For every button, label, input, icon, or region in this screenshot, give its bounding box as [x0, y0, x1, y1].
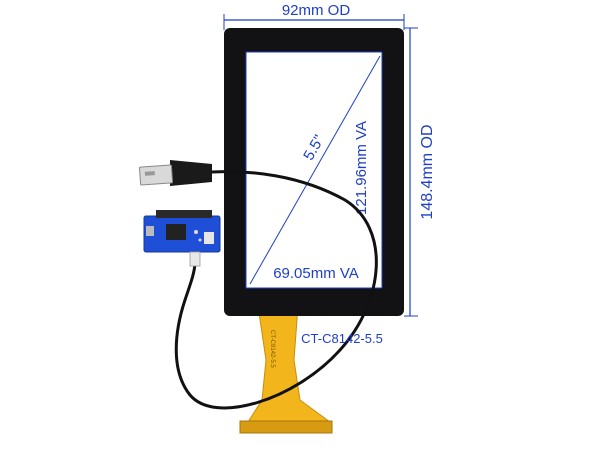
model-label: CT-C8142-5.5: [301, 331, 383, 346]
svg-text:CT-C8142-5.5: CT-C8142-5.5: [269, 330, 275, 368]
touch-panel: [224, 28, 404, 316]
outer-height-label: 148.4mm OD: [419, 124, 436, 219]
right-dimension: 148.4mm OD: [404, 27, 436, 317]
view-height-label: 121.96mm VA: [353, 121, 370, 215]
top-dimension: 92mm OD: [223, 2, 405, 30]
flex-cable: CT-C8142-5.5: [239, 305, 333, 434]
diagonal-line: [249, 55, 381, 285]
usb-plug: [138, 160, 212, 186]
outer-width-label: 92mm OD: [282, 2, 351, 19]
usb-cable: [138, 160, 378, 410]
view-width-label: 69.05mm VA: [273, 265, 359, 282]
controller-board: [143, 210, 221, 267]
